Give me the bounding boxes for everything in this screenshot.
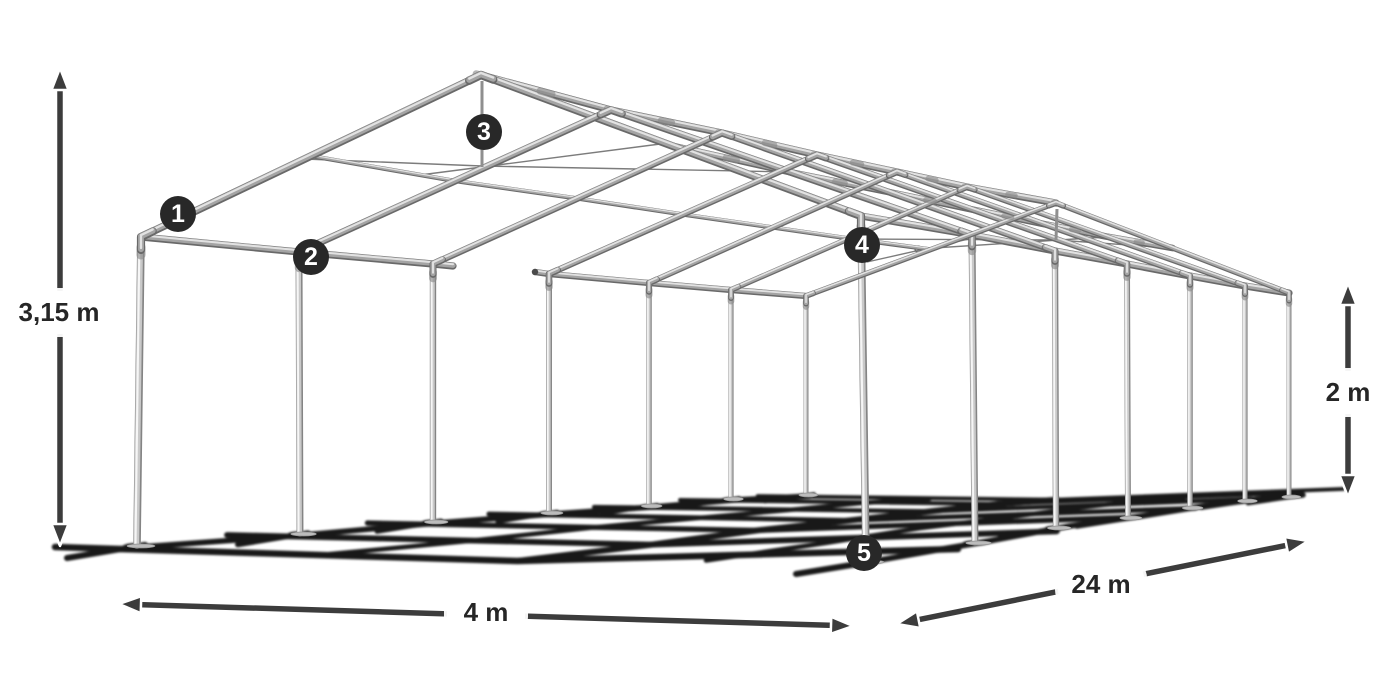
dimension-label-height-side: 2 m <box>1311 370 1385 414</box>
dimension-label-height-total: 3,15 m <box>7 290 111 334</box>
dimension-label-length: 24 m <box>1058 562 1144 606</box>
hotspot-badge-1[interactable]: 1 <box>160 196 196 232</box>
hotspot-badge-2[interactable]: 2 <box>293 239 329 275</box>
hotspot-badge-5[interactable]: 5 <box>846 535 882 571</box>
hotspot-badge-4[interactable]: 4 <box>844 227 880 263</box>
dimension-label-width: 4 m <box>447 591 525 633</box>
hotspot-badge-3[interactable]: 3 <box>466 114 502 150</box>
